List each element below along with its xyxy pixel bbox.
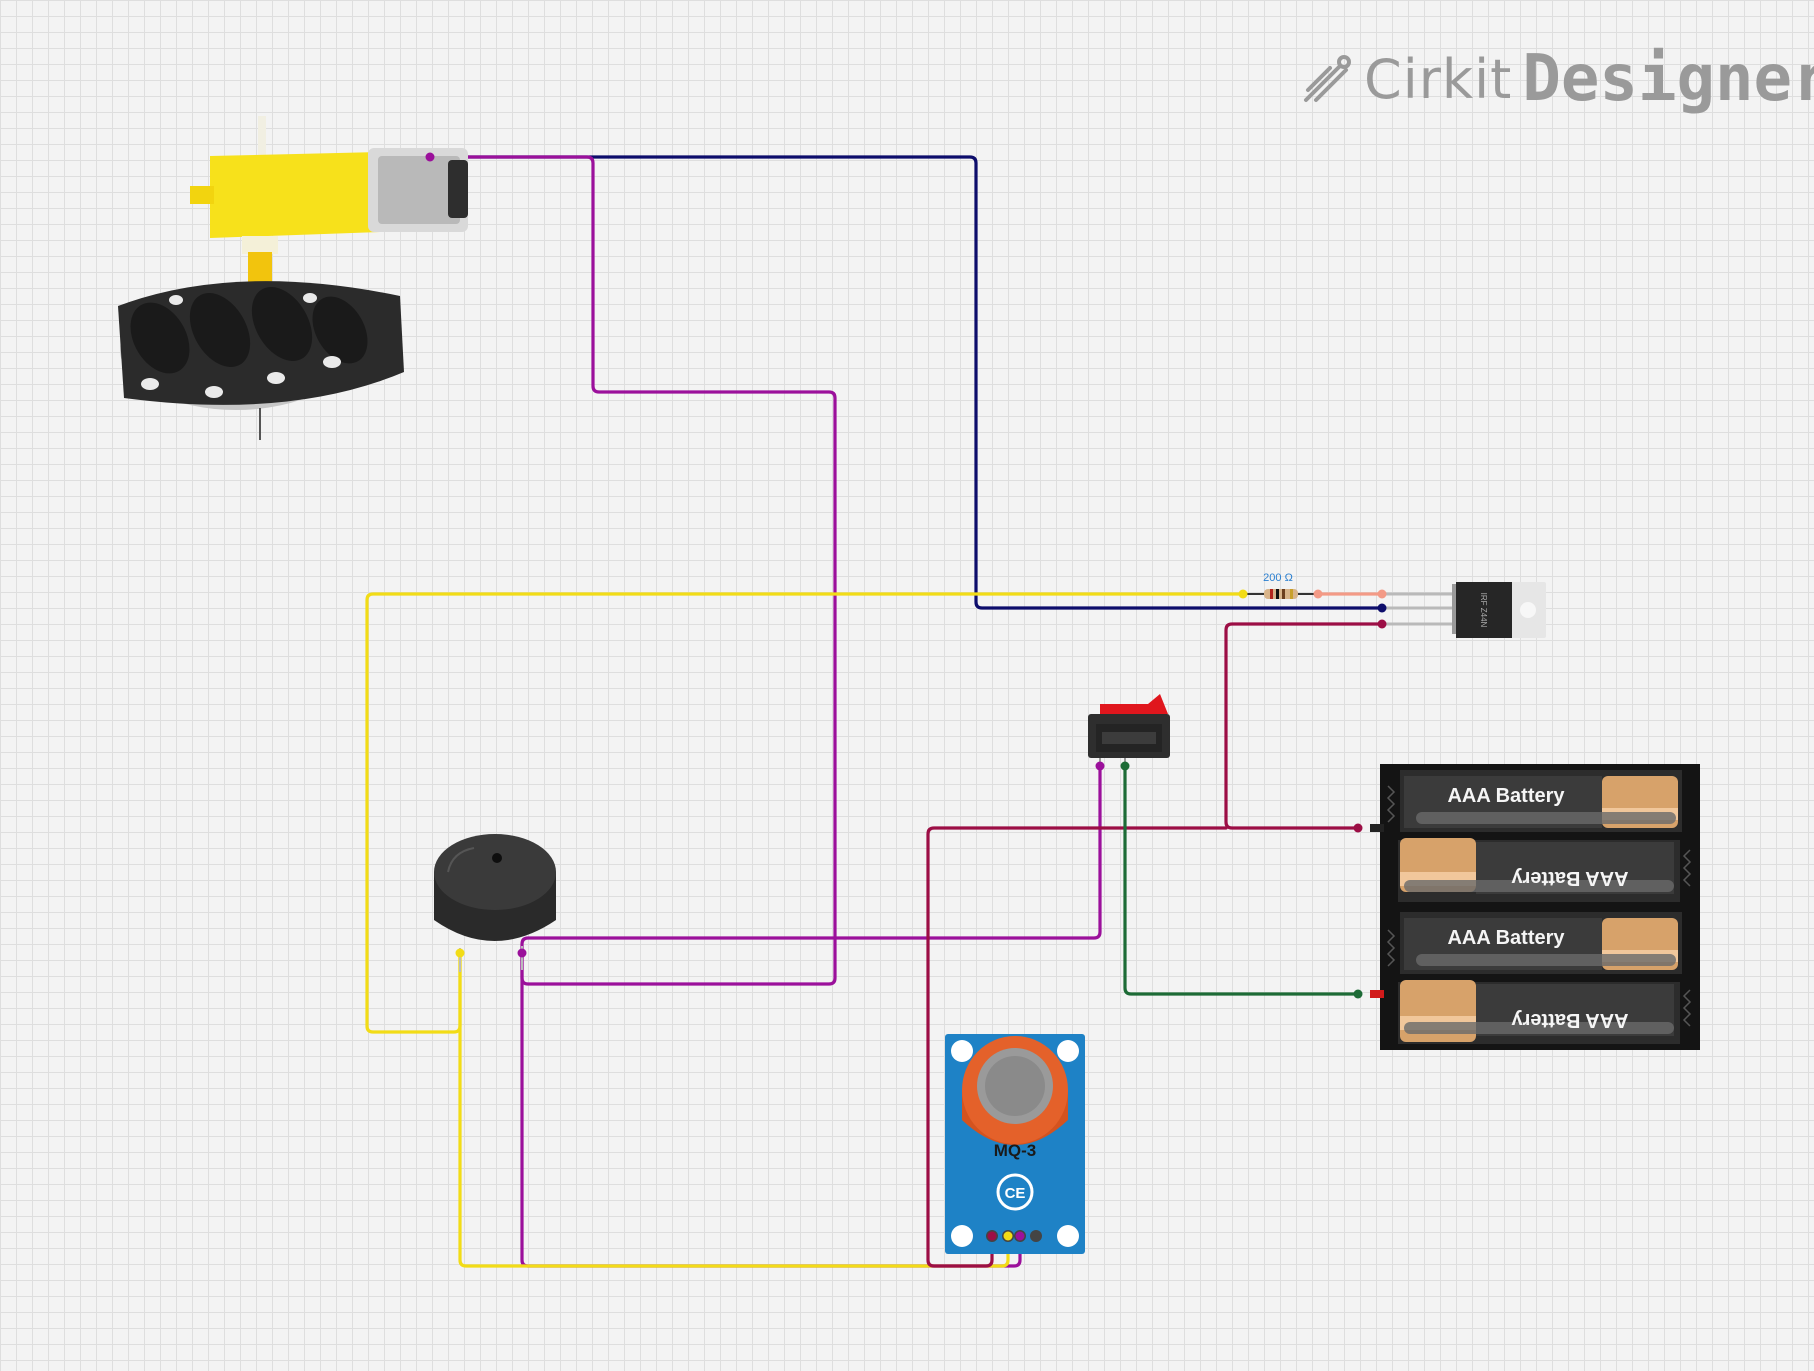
- motor-output-shaft: [248, 252, 272, 284]
- mosfet-marking: IRF Z44N: [1479, 593, 1488, 628]
- battery-cell-2: AAA Battery: [1398, 838, 1680, 902]
- battery-pack[interactable]: AAA Battery AAA Battery AAA Battery: [1370, 764, 1700, 1050]
- brand-name: Cirkit: [1364, 47, 1513, 111]
- rocker-switch[interactable]: [1088, 694, 1170, 766]
- battery-cell-1: AAA Battery: [1400, 770, 1682, 832]
- motor-endcap: [448, 160, 468, 218]
- motor-tab: [190, 186, 214, 204]
- cirkit-logo-icon: [1304, 55, 1351, 102]
- battery-label-2: AAA Battery: [1511, 867, 1629, 889]
- switch-actuator[interactable]: [1100, 694, 1168, 714]
- brand-logo: Cirkit Designer: [1300, 42, 1814, 116]
- wire-maroon-battery-mq3[interactable]: [926, 826, 1228, 1268]
- wire-green-switch-battery[interactable]: [1123, 764, 1360, 996]
- wire-magenta-buzzer-switch[interactable]: [520, 764, 1102, 955]
- motor-gearbox: [210, 152, 380, 238]
- battery-label-3: AAA Battery: [1447, 927, 1565, 949]
- connection-points: [425, 152, 1387, 1241]
- wire-maroon-battery-mosfet[interactable]: [1224, 622, 1384, 830]
- battery-cell-3: AAA Battery: [1400, 912, 1682, 974]
- dc-motor[interactable]: [190, 116, 468, 284]
- svg-text:CE: CE: [1005, 1185, 1026, 1202]
- wire-yellow-resistor-buzzer[interactable]: [365, 592, 1245, 1034]
- mecanum-wheel[interactable]: [118, 276, 404, 440]
- ce-mark-icon: [996, 1173, 1034, 1211]
- wire-magenta-motor-buzzer[interactable]: [428, 155, 837, 986]
- resistor[interactable]: 200 Ω: [1243, 572, 1318, 599]
- buzzer[interactable]: [434, 834, 556, 972]
- buzzer-hole: [492, 853, 502, 863]
- wires: [365, 155, 1384, 1268]
- wire-yellow-buzzer-mq3[interactable]: [458, 951, 1010, 1268]
- battery-cell-4: AAA Battery: [1398, 980, 1680, 1044]
- battery-terminal-neg: [1370, 824, 1384, 832]
- wire-navy-motor-mosfet[interactable]: [428, 155, 1384, 610]
- battery-label-1: AAA Battery: [1447, 785, 1565, 807]
- mq3-sensor[interactable]: MQ-3 CE: [945, 1034, 1085, 1254]
- sensor-label: MQ-3: [994, 1141, 1037, 1160]
- mosfet[interactable]: IRF Z44N: [1382, 582, 1546, 638]
- product-name: Designer: [1522, 42, 1814, 116]
- battery-terminal-pos: [1370, 990, 1384, 998]
- battery-label-4: AAA Battery: [1511, 1009, 1629, 1031]
- motor-shaft-top: [258, 116, 266, 160]
- resistor-label: 200 Ω: [1263, 572, 1293, 584]
